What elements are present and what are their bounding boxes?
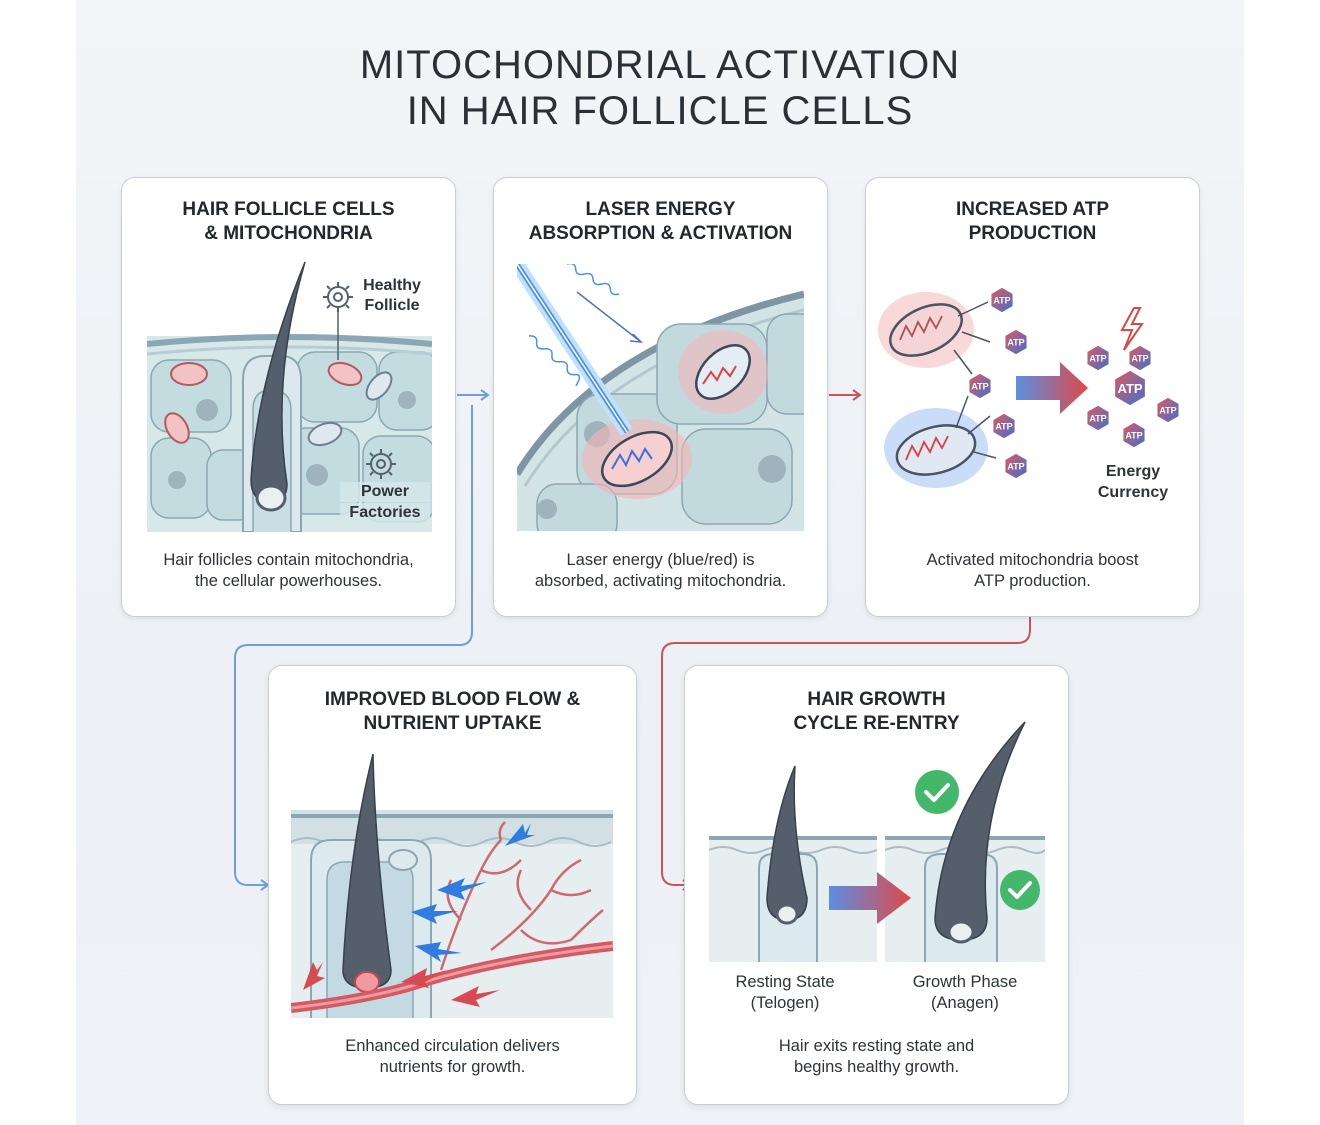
atp-hexagon xyxy=(991,412,1017,440)
blood-flow-illustration xyxy=(291,750,613,1018)
atp-label: ATP xyxy=(995,422,1012,432)
gear-icon xyxy=(366,449,396,479)
panel3-caption-line1: Activated mitochondria boost xyxy=(926,551,1139,569)
gear-icon xyxy=(323,282,353,312)
panel5-title-line2: CYCLE RE-ENTRY xyxy=(793,713,960,734)
atp-label: ATP xyxy=(1007,338,1024,348)
label-power-line1: Power xyxy=(340,482,430,502)
atp-production-illustration: ATP ATP ATP ATP ATP ATP ATP ATP ATP ATP ATP xyxy=(876,270,1192,510)
panel5-title-line1: HAIR GROWTH xyxy=(807,689,946,710)
atp-hexagon xyxy=(967,372,993,400)
panel-hair-follicle-cells: HAIR FOLLICLE CELLS & MITOCHONDRIA xyxy=(121,177,456,617)
atp-hexagon xyxy=(1127,344,1153,372)
panel-laser-energy: LASER ENERGY ABSORPTION & ACTIVATION xyxy=(493,177,828,617)
atp-label: ATP xyxy=(1089,354,1106,364)
label-resting-line2: (Telogen) xyxy=(750,994,820,1012)
panel-increased-atp: INCREASED ATP PRODUCTION xyxy=(865,177,1200,617)
panel5-caption-line1: Hair exits resting state and xyxy=(778,1037,975,1055)
panel2-caption-line1: Laser energy (blue/red) is xyxy=(566,551,755,569)
panel4-caption-line1: Enhanced circulation delivers xyxy=(345,1037,560,1055)
atp-label: ATP xyxy=(1117,381,1142,396)
panel1-caption-line1: Hair follicles contain mitochondria, xyxy=(163,551,414,569)
atp-hexagon xyxy=(1085,344,1111,372)
diagram-title-line1: MITOCHONDRIAL ACTIVATION xyxy=(359,43,961,87)
atp-molecules: ATP ATP ATP ATP ATP ATP ATP ATP ATP ATP ATP xyxy=(967,286,1181,480)
atp-hexagon xyxy=(1121,421,1147,449)
panel4-title-line1: IMPROVED BLOOD FLOW & xyxy=(324,689,581,710)
diagram-title-line2: IN HAIR FOLLICLE CELLS xyxy=(406,89,914,133)
atp-label: ATP xyxy=(1131,354,1148,364)
atp-label: ATP xyxy=(1007,462,1024,472)
atp-hexagon xyxy=(1003,452,1029,480)
atp-label: ATP xyxy=(971,382,988,392)
panel5-caption-line2: begins healthy growth. xyxy=(793,1058,960,1076)
atp-label: ATP xyxy=(1159,406,1176,416)
panel2-title-line1: LASER ENERGY xyxy=(585,199,736,220)
growth-cycle-illustration xyxy=(707,718,1047,962)
atp-hexagon xyxy=(1155,396,1181,424)
panel3-title-line2: PRODUCTION xyxy=(968,223,1097,244)
panel-hair-growth-cycle: HAIR GROWTH CYCLE RE-ENTRY xyxy=(684,665,1069,1105)
atp-hexagon xyxy=(1085,404,1111,432)
atp-hexagon xyxy=(1003,328,1029,356)
atp-label: ATP xyxy=(1125,431,1142,441)
atp-label: ATP xyxy=(1089,414,1106,424)
panel4-title-line2: NUTRIENT UPTAKE xyxy=(363,713,542,734)
label-growth-line1: Growth Phase xyxy=(912,973,1018,991)
panel1-caption-line2: the cellular powerhouses. xyxy=(194,572,383,590)
label-energy-line1: Energy xyxy=(1105,463,1161,480)
panel2-title-line2: ABSORPTION & ACTIVATION xyxy=(528,223,793,244)
panel3-title-line1: INCREASED ATP xyxy=(955,199,1110,220)
label-resting-line1: Resting State xyxy=(735,973,835,991)
laser-absorption-illustration xyxy=(517,264,804,531)
atp-hexagon xyxy=(1113,369,1147,407)
arrow-to-panel4 xyxy=(234,405,473,891)
panel1-title-line2: & MITOCHONDRIA xyxy=(204,223,373,244)
panel2-caption-line2: absorbed, activating mitochondria. xyxy=(534,572,787,590)
follicle-cells-illustration xyxy=(147,260,432,532)
check-icon xyxy=(915,770,959,814)
check-icon xyxy=(1000,870,1040,910)
label-healthy-line1: Healthy xyxy=(363,277,421,294)
label-growth-line2: (Anagen) xyxy=(931,994,999,1012)
label-healthy-line2: Follicle xyxy=(364,297,420,314)
label-power-line2: Factories xyxy=(340,503,430,523)
panel-blood-flow: IMPROVED BLOOD FLOW & NUTRIENT UPTAKE xyxy=(268,665,637,1105)
atp-hexagon xyxy=(989,286,1015,314)
atp-label: ATP xyxy=(993,296,1010,306)
arrow-to-panel5 xyxy=(661,617,1031,891)
label-energy-line2: Currency xyxy=(1097,484,1169,501)
panel1-title-line1: HAIR FOLLICLE CELLS xyxy=(182,199,395,220)
panel3-caption-line2: ATP production. xyxy=(974,572,1091,590)
panel4-caption-line2: nutrients for growth. xyxy=(379,1058,526,1076)
